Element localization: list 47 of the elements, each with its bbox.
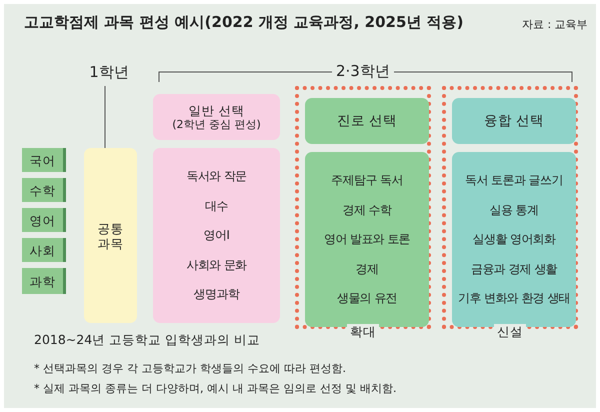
subject-name: 기후 변화와 환경 생태 bbox=[458, 291, 570, 306]
subject-name: 독서 토론과 글쓰기 bbox=[465, 173, 563, 188]
subject-name: 영어Ⅰ bbox=[204, 228, 230, 243]
subject-tab bbox=[22, 178, 66, 202]
category-box bbox=[452, 98, 576, 144]
subject-tab bbox=[22, 208, 66, 232]
subject-name: 독서와 작문 bbox=[186, 169, 247, 184]
subject-name: 경제 bbox=[356, 262, 378, 276]
grade-text: 1학년 bbox=[89, 63, 129, 81]
subject-name: 사회와 문화 bbox=[186, 258, 247, 272]
source-text: 자료 : 교육부 bbox=[522, 17, 588, 32]
subject-label: 사회 bbox=[30, 242, 56, 258]
subject-label: 영어 bbox=[30, 212, 56, 228]
frame-caption: 신설 bbox=[494, 324, 526, 339]
subject-tab bbox=[22, 238, 66, 262]
comparison-note: 2018~24년 고등학교 입학생과의 비교 bbox=[34, 332, 260, 349]
subject-name: 실용 통계 bbox=[490, 202, 538, 218]
subject-list-box bbox=[305, 152, 429, 327]
frame-caption: 확대 bbox=[347, 324, 379, 339]
subject-tab bbox=[22, 148, 66, 172]
subject-name: 금융과 경제 생활 bbox=[470, 262, 558, 276]
subject-name: 대수 bbox=[205, 198, 228, 214]
category-title: 융합 선택 bbox=[484, 112, 544, 130]
subject-list-box bbox=[153, 148, 280, 323]
category-title: 진로 선택 bbox=[336, 112, 398, 130]
subject-name: 생물의 유전 bbox=[336, 291, 398, 306]
subject-label: 과학 bbox=[30, 274, 56, 288]
subject-label: 수학 bbox=[30, 182, 56, 198]
subject-tab bbox=[22, 268, 66, 294]
footnote: * 실제 과목의 종류는 더 다양하며, 예시 내 과목은 임의로 선정 및 배치함. bbox=[34, 381, 396, 396]
footnote: * 선택과목의 경우 각 고등학교가 학생들의 수요에 따라 편성함. bbox=[34, 361, 346, 376]
category-title: 공통 과목 bbox=[96, 220, 124, 250]
subject-label: 국어 bbox=[30, 152, 56, 168]
category-box bbox=[153, 94, 280, 140]
category-title: 일반 선택 bbox=[188, 102, 244, 118]
subject-name: 주제탐구 독서 bbox=[331, 173, 403, 188]
note-text: (2학년 중심 편성) bbox=[172, 118, 261, 132]
subject-list-box bbox=[452, 152, 576, 327]
title: 고교학점제 과목 편성 예시(2022 개정 교육과정, 2025년 적용) bbox=[24, 13, 464, 32]
category-box bbox=[305, 98, 429, 144]
connector-line bbox=[104, 86, 106, 148]
subject-name: 경제 수학 bbox=[342, 202, 392, 218]
subject-name: 영어 발표와 토론 bbox=[324, 232, 410, 247]
subject-name: 실생활 영어회화 bbox=[472, 232, 556, 247]
grade-label: 2·3학년 bbox=[332, 62, 394, 81]
category-box bbox=[84, 148, 137, 323]
subject-name: 생명과학 bbox=[194, 287, 240, 302]
